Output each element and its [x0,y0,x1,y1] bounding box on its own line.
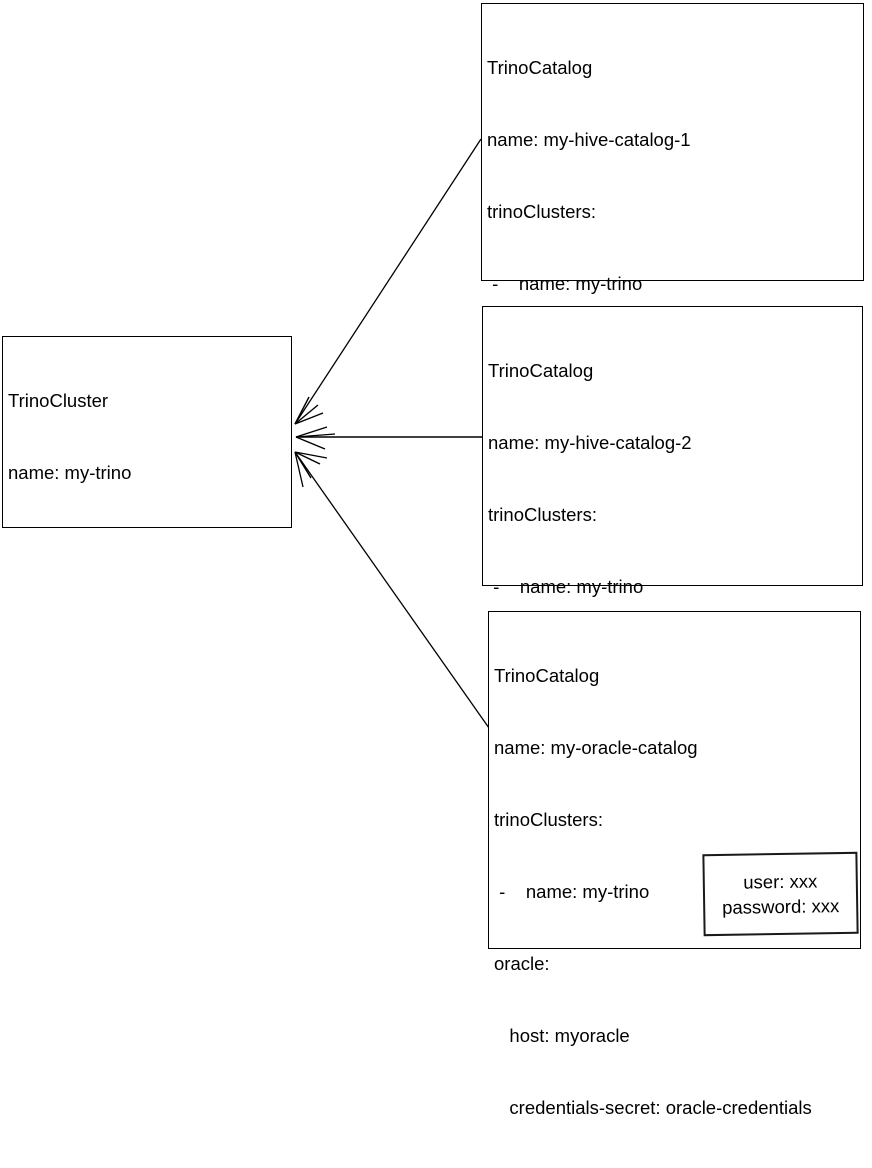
node-trino-cluster-text: TrinoCluster name: my-trino [8,341,289,533]
node-catalog-hive-1[interactable]: TrinoCatalog name: my-hive-catalog-1 tri… [481,3,864,654]
edge-catalog-oracle-to-cluster [294,451,490,729]
node-line: - name: my-trino [494,881,650,902]
edge-catalog-hive-1-to-cluster [294,138,482,425]
node-oracle-credentials-secret-text: user: xxx password: xxx [705,868,857,920]
node-catalog-hive-2[interactable]: TrinoCatalog name: my-hive-catalog-2 tri… [482,306,863,885]
node-line: name: my-oracle-catalog [494,737,698,758]
node-line: name: my-trino [8,462,132,483]
node-line: name: my-hive-catalog-1 [487,129,691,150]
node-line: name: my-hive-catalog-2 [488,432,692,453]
node-line: user: xxx [743,870,818,893]
node-line: - name: my-trino [487,273,643,294]
edge-catalog-hive-2-to-cluster [295,426,482,450]
node-line: host: myoracle [494,1025,630,1046]
node-line: TrinoCatalog [494,665,600,686]
node-line: TrinoCatalog [487,57,593,78]
node-line: - name: my-trino [488,576,644,597]
node-line: trinoClusters: [487,201,596,222]
node-oracle-credentials-secret[interactable]: user: xxx password: xxx [702,851,859,937]
node-line: credentials-secret: oracle-credentials [494,1097,812,1118]
node-line: oracle: [494,953,550,974]
node-line: TrinoCluster [8,390,109,411]
node-line: trinoClusters: [488,504,597,525]
node-line: trinoClusters: [494,809,603,830]
node-trino-cluster[interactable]: TrinoCluster name: my-trino [2,336,292,528]
node-line: TrinoCatalog [488,360,594,381]
diagram-canvas: TrinoCluster name: my-trino TrinoCatalog… [2,3,864,1118]
node-line: password: xxx [721,895,840,918]
